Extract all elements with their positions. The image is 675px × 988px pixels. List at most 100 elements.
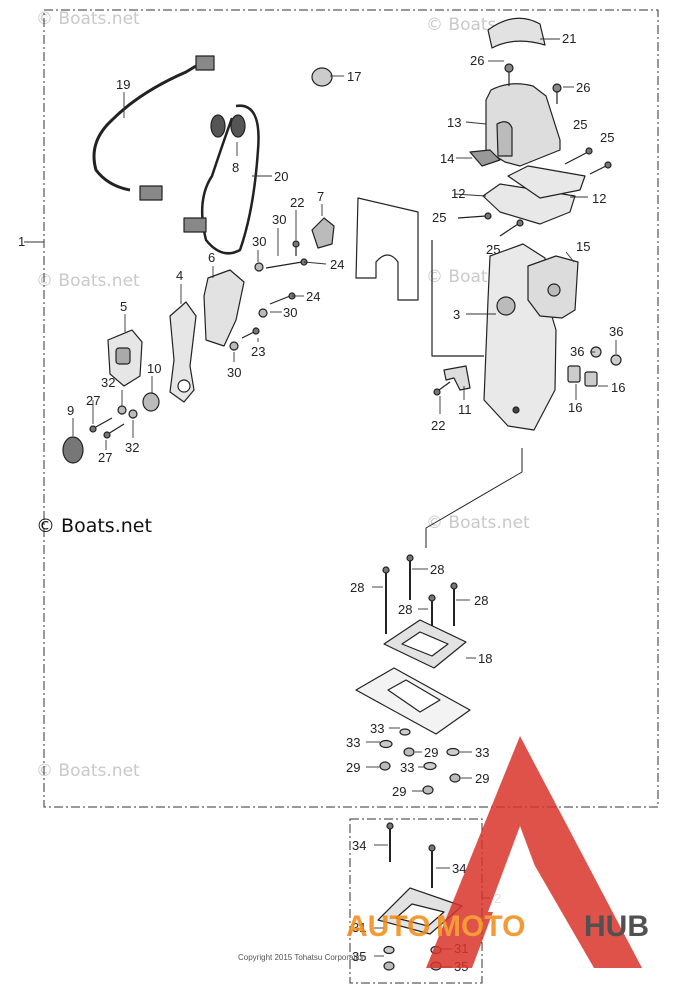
callout-20: 20 xyxy=(274,169,288,184)
callout-36: 36 xyxy=(609,324,623,339)
long-bolt-part xyxy=(406,554,414,600)
bolt-part xyxy=(433,381,451,396)
callout-24: 24 xyxy=(330,257,344,272)
callout-25: 25 xyxy=(573,117,587,132)
callout-11: 11 xyxy=(458,402,472,417)
callout-30: 30 xyxy=(252,234,266,249)
callout-13: 13 xyxy=(447,115,461,130)
plug-part xyxy=(210,114,226,138)
screw-part xyxy=(103,423,125,439)
bolt-part xyxy=(292,240,300,256)
switch-part xyxy=(567,365,581,383)
bolt-part xyxy=(265,258,308,269)
callout-3: 3 xyxy=(453,307,460,322)
washer-part xyxy=(399,728,411,736)
logo-triangle xyxy=(426,736,642,968)
callout-21: 21 xyxy=(562,31,576,46)
callout-28: 28 xyxy=(350,580,364,595)
leader-lines xyxy=(24,38,617,968)
bolt-part xyxy=(457,212,492,220)
cover-slot xyxy=(496,121,513,157)
callout-34: 34 xyxy=(352,838,366,853)
bolt-part xyxy=(269,292,296,305)
callout-12: 12 xyxy=(592,191,606,206)
nut-part xyxy=(449,773,461,783)
callout-7: 7 xyxy=(317,189,324,204)
frame-layer xyxy=(43,9,659,984)
nut-part xyxy=(403,747,415,757)
lever-housing-part xyxy=(203,269,245,347)
harness-cable xyxy=(92,64,197,192)
callout-36: 36 xyxy=(570,344,584,359)
callout-29: 29 xyxy=(392,784,406,799)
callout-32: 32 xyxy=(125,440,139,455)
callout-22: 22 xyxy=(290,195,304,210)
mount-hole xyxy=(512,406,520,414)
switch-harness-cable xyxy=(200,104,260,255)
switch-part xyxy=(584,371,598,387)
callout-35: 35 xyxy=(352,949,366,964)
callout-33: 33 xyxy=(475,745,489,760)
callout-1: 1 xyxy=(18,234,25,249)
bolt-part xyxy=(241,327,260,339)
callout-22: 22 xyxy=(431,418,445,433)
control-shaft xyxy=(496,296,516,316)
callout-14: 14 xyxy=(440,151,454,166)
callout-26: 26 xyxy=(470,53,484,68)
callout-16: 16 xyxy=(611,380,625,395)
connector-part xyxy=(183,217,207,233)
connector-part xyxy=(195,55,215,71)
callout-4: 4 xyxy=(176,268,183,283)
bolt-part xyxy=(499,219,524,237)
callout-28: 28 xyxy=(474,593,488,608)
watermark-boats: © Boats.net xyxy=(426,513,530,533)
long-bolt-part xyxy=(428,844,436,888)
washer-part xyxy=(379,739,393,749)
callout-24: 24 xyxy=(306,289,320,304)
callout-28: 28 xyxy=(430,562,444,577)
knob-part xyxy=(62,436,84,464)
callout-12: 12 xyxy=(451,186,465,201)
clip-part xyxy=(469,149,501,167)
copyright-notice: Copyright 2015 Tohatsu Corporation xyxy=(238,953,366,962)
callout-28: 28 xyxy=(398,602,412,617)
callout-27: 27 xyxy=(98,450,112,465)
screw-part xyxy=(504,63,514,86)
connector-part xyxy=(139,185,163,201)
watermark-boats: © Boats.net xyxy=(36,271,140,291)
callout-33: 33 xyxy=(346,735,360,750)
bolt-part xyxy=(564,147,593,165)
watermark-boats-main: © Boats.net xyxy=(36,515,152,537)
screw-part xyxy=(552,83,562,104)
callout-29: 29 xyxy=(424,745,438,760)
brand-moto: MOTO xyxy=(436,910,525,943)
plug-part xyxy=(230,114,246,138)
washer-part xyxy=(258,308,268,318)
callout-23: 23 xyxy=(251,344,265,359)
washer-part xyxy=(128,409,138,419)
nut-part xyxy=(383,961,395,971)
arm-part xyxy=(169,301,197,403)
bolt-part xyxy=(589,161,612,175)
brand-hub: HUB xyxy=(584,910,649,943)
nut-part xyxy=(422,785,434,795)
callout-26: 26 xyxy=(576,80,590,95)
assembly-leader xyxy=(425,448,523,548)
bracket-part xyxy=(443,365,471,391)
long-bolt-part xyxy=(386,822,394,862)
boot-part xyxy=(311,217,335,249)
callout-31: 31 xyxy=(352,920,366,935)
washer-part xyxy=(117,405,127,415)
nut-part xyxy=(379,761,391,771)
callout-5: 5 xyxy=(120,299,127,314)
callout-33: 33 xyxy=(370,721,384,736)
plate-part xyxy=(507,165,586,199)
washer-part xyxy=(446,747,460,757)
callout-32: 32 xyxy=(101,375,115,390)
long-bolt-part xyxy=(450,582,458,626)
washer-part xyxy=(383,945,395,955)
watermark-boats: © Boats.net xyxy=(36,9,140,29)
callout-19: 19 xyxy=(116,77,130,92)
callout-6: 6 xyxy=(208,250,215,265)
